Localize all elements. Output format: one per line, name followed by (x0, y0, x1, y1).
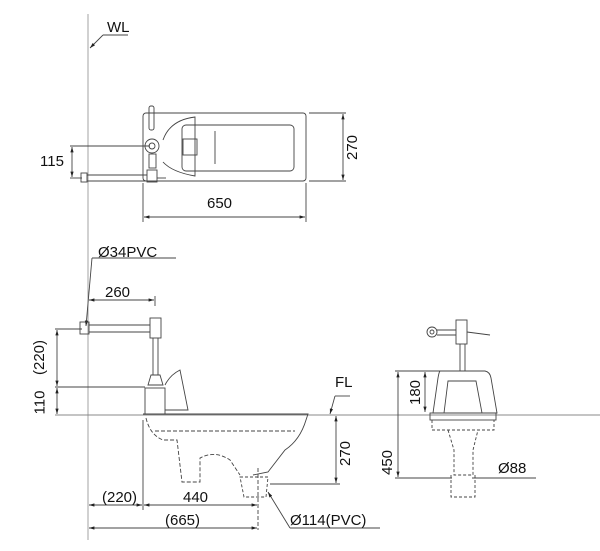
wall-outlet-height-dim: 110 (31, 390, 49, 415)
pipe-length-dim: 260 (105, 284, 131, 301)
top-view-bowl-outline (142, 112, 307, 182)
valve-height-dim: (220) (31, 339, 49, 376)
wall-to-drain-dim: (665) (165, 512, 201, 529)
outlet-label: Ø88 (498, 460, 527, 477)
pipe-offset-dim: 115 (40, 153, 64, 170)
bowl-to-drain-dim: 440 (183, 489, 209, 506)
top-depth-dim: 270 (344, 134, 362, 161)
bowl-depth-dim: 270 (337, 440, 355, 467)
top-width-dim: 650 (207, 195, 233, 212)
below-floor-dim: 450 (379, 449, 397, 476)
wall-line-label: WL (107, 19, 130, 36)
drain-label: Ø114(PVC) (290, 512, 367, 529)
wall-to-bowl-dim: (220) (102, 489, 138, 506)
above-floor-dim: 180 (407, 379, 425, 406)
floor-line-label: FL (335, 374, 353, 391)
pipe-label: Ø34PVC (98, 244, 158, 261)
